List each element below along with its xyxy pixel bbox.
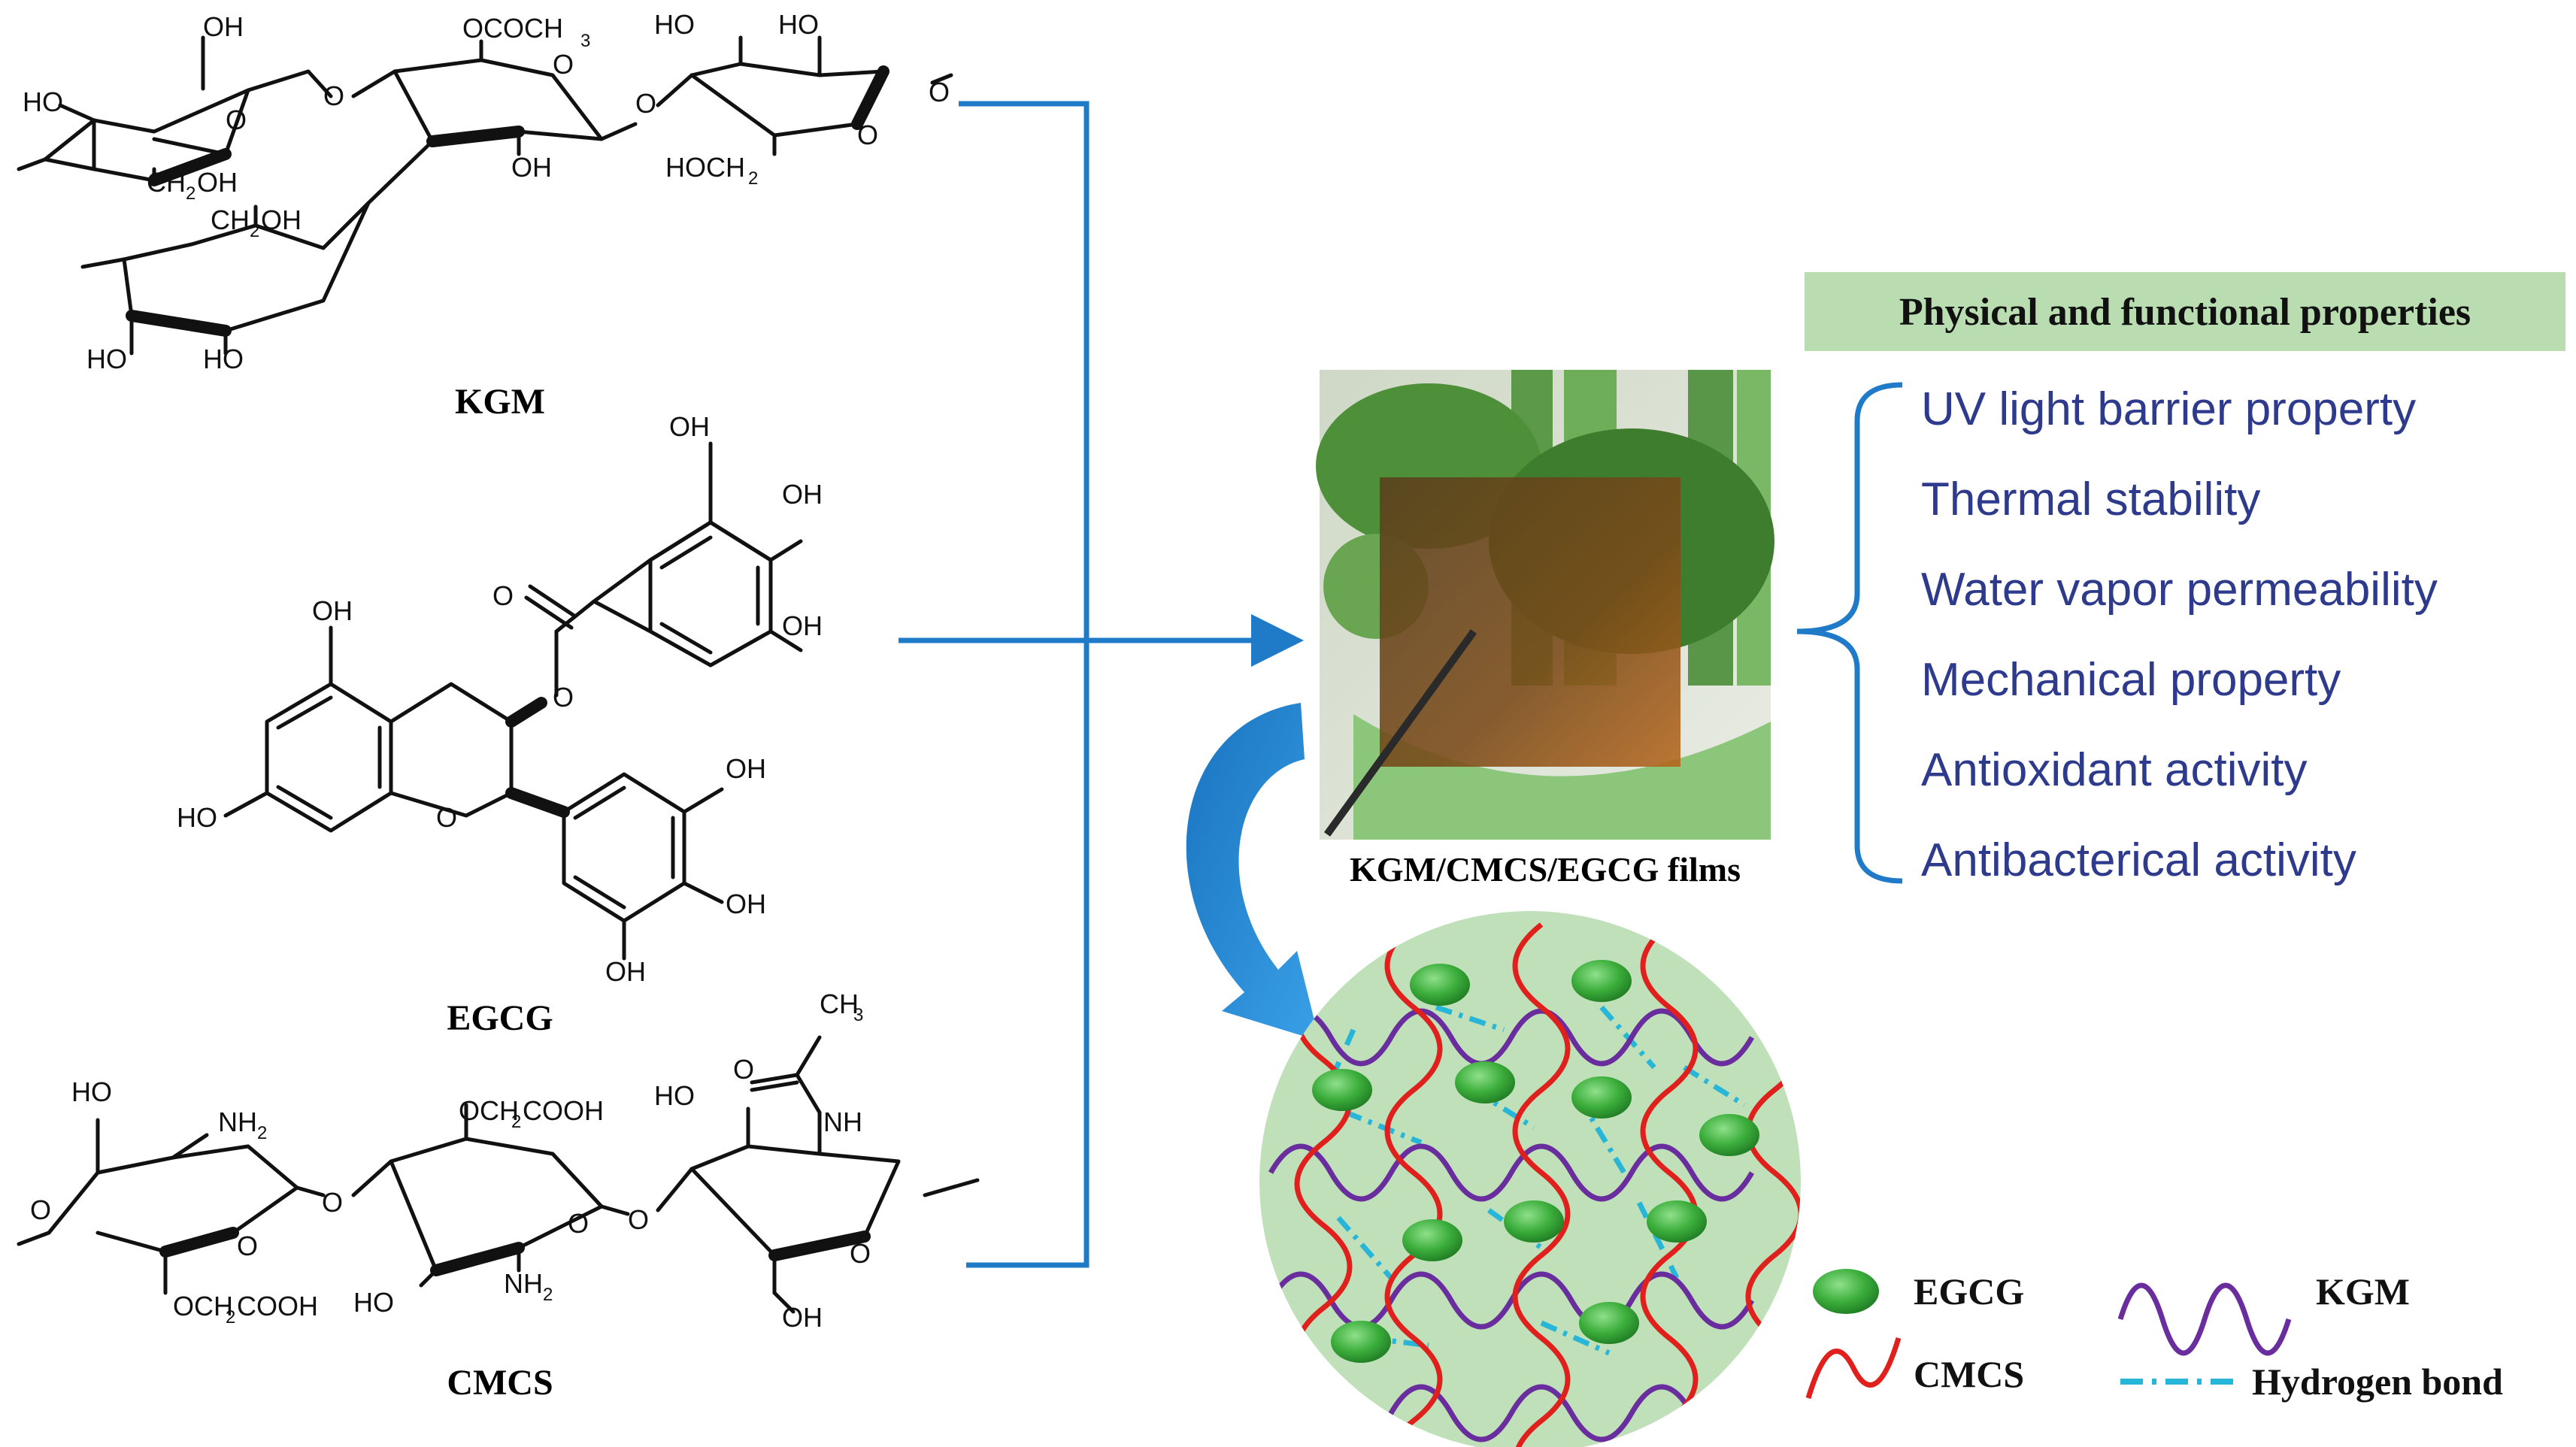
legend-kgm-swatch	[2117, 1282, 2292, 1356]
curved-arrow	[1186, 703, 1320, 1041]
egcg-atom-o: O	[436, 802, 457, 833]
kgm-atom-ococh: OCOCH	[462, 13, 563, 44]
cmcs-structure: CH 3 HO NH 2 OCH 2 COOH HO O NH O O O O …	[17, 988, 980, 1403]
property-item: Antioxidant activity	[1921, 744, 2307, 796]
cmcs-atom-ho: HO	[353, 1287, 394, 1318]
cmcs-atom-cooh: COOH	[523, 1095, 604, 1126]
kgm-atom-o: O	[857, 120, 878, 150]
legend-cmcs-label: CMCS	[1914, 1353, 2024, 1395]
egcg-label: EGCG	[447, 998, 553, 1038]
legend-egcg-label: EGCG	[1914, 1270, 2024, 1312]
egcg-atom-ho: HO	[177, 802, 217, 833]
egcg-atom-oh: OH	[669, 411, 710, 442]
kgm-atom-subscript: 2	[748, 168, 758, 189]
cmcs-atom-o: O	[322, 1187, 343, 1218]
cmcs-atom-nh: NH	[218, 1106, 257, 1137]
connector-bracket-line	[959, 101, 1089, 1268]
cmcs-atom-nh: NH	[504, 1268, 543, 1299]
property-item: Antibacterical activity	[1921, 834, 2356, 886]
property-item: Mechanical property	[1921, 654, 2341, 706]
kgm-atom-ho: HO	[203, 344, 244, 374]
cmcs-atom-subscript: 2	[257, 1123, 267, 1143]
egcg-atom-o: O	[492, 580, 514, 611]
kgm-atom-ch: CH	[147, 167, 186, 198]
egcg-atom-oh: OH	[782, 610, 823, 641]
kgm-atom-oh: OH	[197, 167, 238, 198]
cmcs-atom-oh: OH	[782, 1302, 823, 1333]
legend-egcg-swatch	[1813, 1269, 1879, 1314]
cmcs-atom-nh: NH	[823, 1106, 862, 1137]
kgm-atom-o: O	[323, 80, 344, 111]
properties-header: Physical and functional properties	[1899, 291, 2471, 334]
legend-hbond-label: Hydrogen bond	[2252, 1361, 2503, 1403]
egcg-atom-oh: OH	[782, 479, 823, 510]
cmcs-atom-subscript: 2	[511, 1112, 521, 1132]
cmcs-atom-ho: HO	[654, 1080, 695, 1111]
property-item: Water vapor permeability	[1921, 564, 2438, 616]
egcg-particles	[1312, 960, 1759, 1363]
egcg-atom-oh: OH	[726, 888, 766, 919]
cmcs-atom-o: O	[850, 1238, 871, 1269]
cmcs-atom-o: O	[568, 1208, 589, 1239]
egcg-atom-oh: OH	[312, 595, 353, 626]
cmcs-atom-subscript: 2	[226, 1307, 235, 1327]
cmcs-atom-subscript: 2	[543, 1285, 553, 1305]
kgm-atom-o: O	[553, 49, 574, 80]
cmcs-atom-subscript: 3	[853, 1005, 863, 1025]
property-item: Thermal stability	[1921, 474, 2260, 525]
merge-connector	[899, 101, 1304, 1268]
cmcs-atom-ho: HO	[71, 1076, 112, 1107]
kgm-atom-subscript: 3	[580, 31, 590, 51]
kgm-atom-ch: CH	[211, 204, 250, 235]
film-photo: KGM/CMCS/EGCG films	[1316, 370, 1774, 888]
kgm-atom-oh: OH	[203, 11, 244, 42]
cmcs-atom-o: O	[237, 1231, 258, 1261]
properties-header-bg	[1805, 272, 2565, 351]
cmcs-atom-och: OCH	[459, 1095, 519, 1126]
cmcs-atom-cooh: COOH	[237, 1291, 318, 1321]
properties-panel: Physical and functional properties UV li…	[1796, 272, 2565, 886]
cmcs-label: CMCS	[447, 1363, 553, 1403]
property-item: UV light barrier property	[1921, 383, 2416, 435]
network-circle	[1259, 911, 1801, 1447]
cmcs-atom-o: O	[628, 1204, 649, 1235]
egcg-atom-o: O	[553, 682, 574, 713]
kgm-atom-o: O	[226, 104, 247, 135]
legend-cmcs-swatch	[1805, 1337, 1902, 1400]
legend-kgm-label: KGM	[2316, 1270, 2410, 1312]
egcg-structure: OH OH OH O OH O HO O OH OH OH EGCG	[177, 411, 823, 1038]
kgm-atom-subscript: 2	[250, 221, 259, 241]
kgm-atom-oh: OH	[511, 152, 552, 183]
cmcs-atom-o: O	[30, 1194, 51, 1225]
kgm-atom-subscript: 2	[186, 183, 195, 204]
cmcs-atom-o: O	[733, 1054, 754, 1085]
kgm-atom-o: O	[635, 88, 656, 119]
kgm-atom-ho: HO	[778, 9, 819, 40]
egcg-atom-oh: OH	[605, 956, 646, 987]
kgm-label: KGM	[455, 382, 545, 422]
properties-brace	[1796, 382, 1903, 884]
network-illustration	[1259, 911, 1801, 1447]
kgm-structure: OH OCOCH 3 HO HO HO O O O O O O CH 2 OH …	[17, 9, 953, 422]
kgm-atom-oh: OH	[261, 204, 302, 235]
legend: EGCG KGM CMCS Hydrogen bond	[1805, 1269, 2503, 1403]
kgm-atom-hoch: HOCH	[665, 152, 745, 183]
film-caption: KGM/CMCS/EGCG films	[1350, 850, 1741, 888]
cmcs-atom-och: OCH	[173, 1291, 233, 1321]
cmcs-atom-ch: CH	[820, 988, 859, 1019]
kgm-atom-ho: HO	[86, 344, 127, 374]
egcg-atom-oh: OH	[726, 753, 766, 784]
kgm-atom-ho: HO	[654, 9, 695, 40]
kgm-atom-ho: HO	[23, 86, 63, 117]
kgm-atom-o: O	[929, 77, 950, 107]
